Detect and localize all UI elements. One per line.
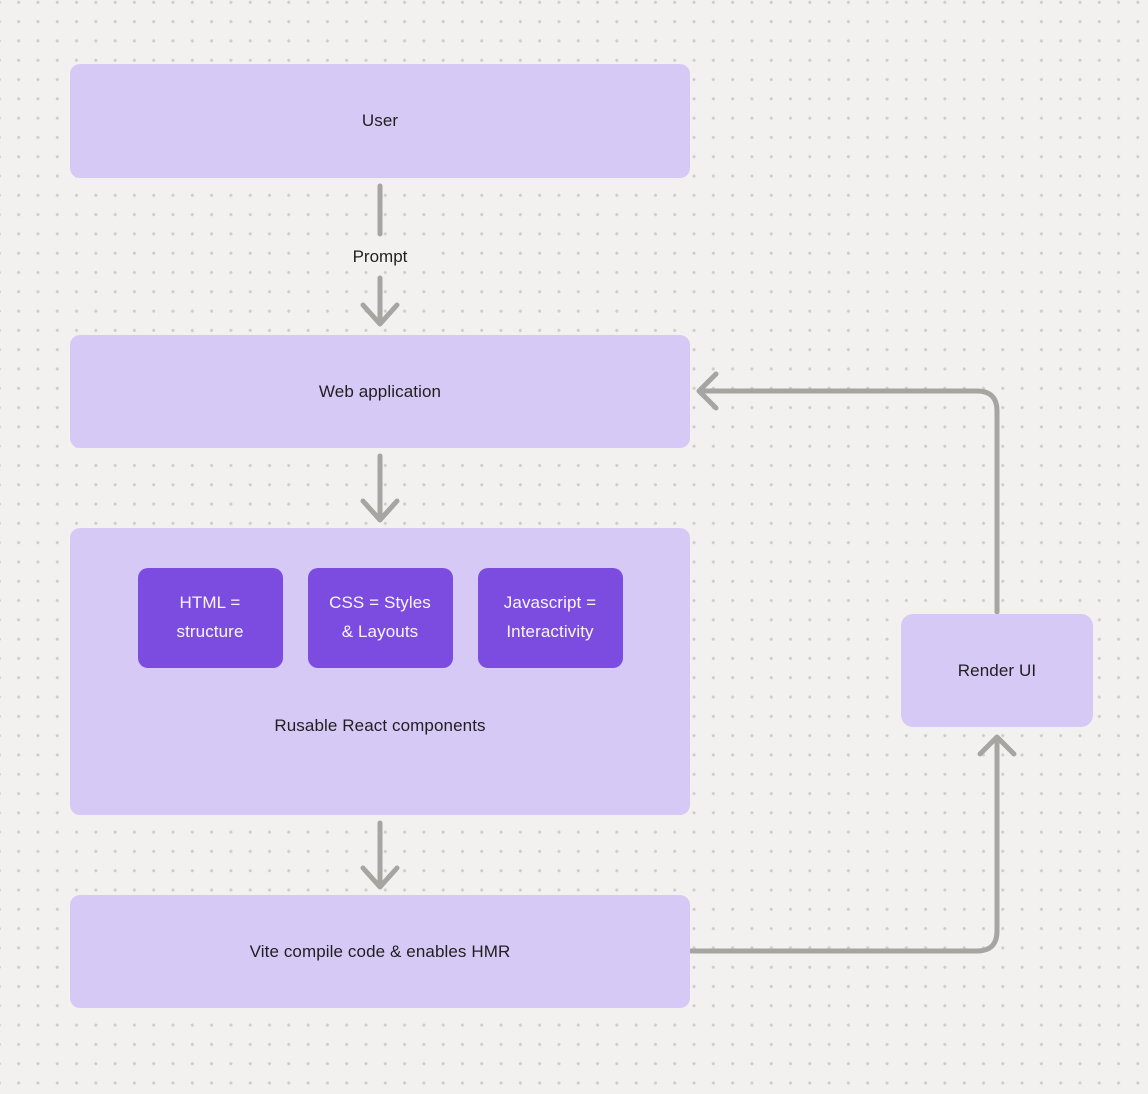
node-components-group-label: Rusable React components (274, 716, 486, 735)
node-javascript[interactable]: Javascript = Interactivity (477, 568, 623, 668)
node-vite-label: Vite compile code & enables HMR (249, 941, 511, 961)
components-row: HTML = structure CSS = Styles & Layouts … (70, 568, 690, 668)
edge-renderui-to-webapp (696, 371, 1000, 615)
node-web-application[interactable]: Web application (70, 335, 690, 448)
node-css[interactable]: CSS = Styles & Layouts (307, 568, 453, 668)
edge-vite-to-renderui-arrowhead (977, 734, 1017, 757)
node-html-label: HTML = structure (176, 593, 244, 641)
edge-user-to-webapp-arrowhead (360, 302, 400, 327)
edge-prompt-label: Prompt (330, 245, 430, 269)
edge-renderui-to-webapp-shaft (698, 388, 1000, 615)
edge-vite-to-renderui-shaft (688, 736, 1000, 954)
edge-webapp-to-components-arrowhead (360, 498, 400, 523)
node-render-ui[interactable]: Render UI (901, 614, 1093, 727)
edge-vite-to-renderui (688, 734, 1017, 954)
node-javascript-label: Javascript = Interactivity (503, 593, 597, 641)
node-html[interactable]: HTML = structure (137, 568, 283, 668)
edge-webapp-to-components (360, 453, 400, 523)
node-css-label: CSS = Styles & Layouts (329, 593, 431, 641)
node-components-group[interactable]: HTML = structure CSS = Styles & Layouts … (70, 528, 690, 815)
edge-renderui-to-webapp-arrowhead (696, 371, 719, 411)
edge-components-to-vite (360, 820, 400, 890)
node-user[interactable]: User (70, 64, 690, 178)
edge-components-to-vite-arrowhead (360, 865, 400, 890)
node-web-application-label: Web application (318, 381, 442, 401)
node-render-ui-label: Render UI (957, 660, 1037, 680)
node-user-label: User (361, 111, 399, 130)
node-vite[interactable]: Vite compile code & enables HMR (70, 895, 690, 1008)
